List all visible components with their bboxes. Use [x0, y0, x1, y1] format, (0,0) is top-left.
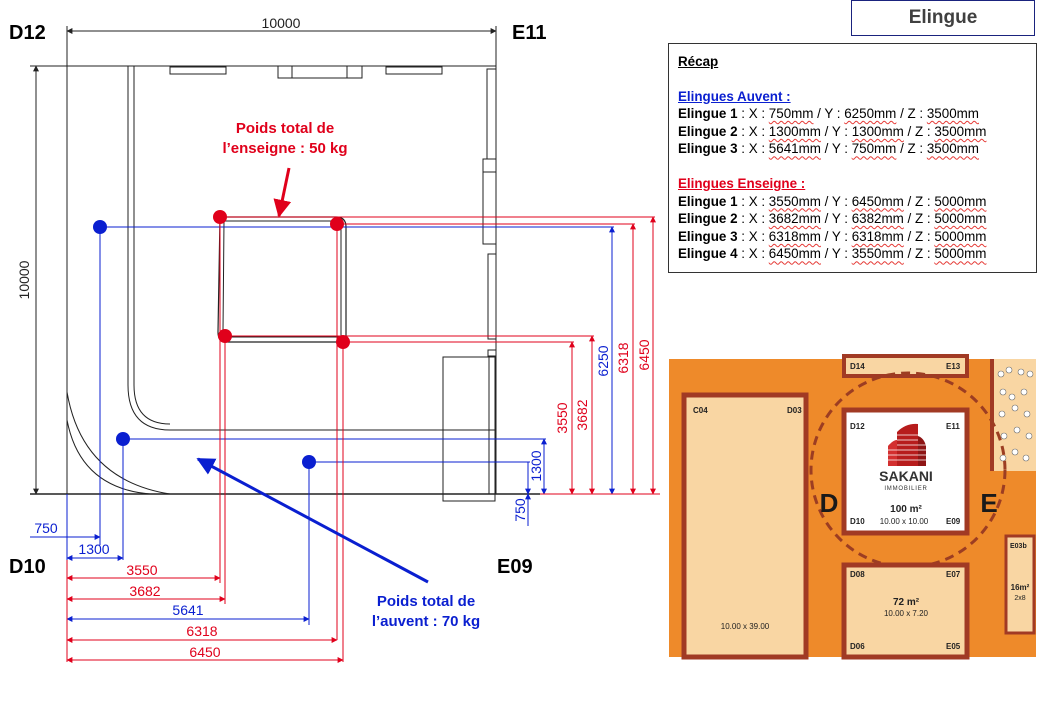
recap-auvent-list: Elingue 1 : X : 750mm / Y : 6250mm / Z :… [678, 105, 1027, 158]
map-stand-e11: E11 [946, 422, 960, 431]
map-trees [997, 366, 1034, 462]
recap-panel: Récap Elingues Auvent : Elingue 1 : X : … [668, 43, 1037, 273]
site-map: C04 D03 10.00 x 39.00 D14 E13 D12 E11 D1… [669, 354, 1036, 660]
enseigne-guides [66, 216, 660, 663]
recap-title: Récap [678, 54, 719, 69]
map-logo-main: SAKANI [879, 468, 933, 484]
dim-right-750: 750 [512, 498, 528, 522]
auvent-callout-line1: Poids total de [377, 593, 475, 610]
enseigne-point-2 [330, 217, 344, 231]
corner-d10: D10 [9, 556, 46, 578]
dim-bottom-6318: 6318 [186, 623, 217, 639]
auvent-callout-line2: l’auvent : 70 kg [372, 613, 480, 630]
map-small-size: 2x8 [1014, 595, 1025, 602]
map-stand-e05: E05 [946, 642, 961, 651]
floor-plan [30, 26, 540, 502]
map-stand-e07: E07 [946, 570, 961, 579]
map-stand-d08: D08 [850, 570, 865, 579]
map-letter-e: E [980, 488, 997, 518]
enseigne-point-4 [336, 335, 350, 349]
enseigne-point-1 [213, 210, 227, 224]
enseigne-callout-line2: l’enseigne : 50 kg [222, 140, 347, 157]
recap-enseigne-row-4: Elingue 4 : X : 6450mm / Y : 3550mm / Z … [678, 246, 987, 262]
auvent-point-3 [302, 455, 316, 469]
dim-right-6318: 6318 [615, 342, 631, 373]
sling-points [93, 210, 350, 469]
map-stand-d10: D10 [850, 517, 865, 526]
recap-enseigne-list: Elingue 1 : X : 3550mm / Y : 6450mm / Z … [678, 193, 1027, 263]
map-logo-sub: IMMOBILIER [884, 486, 927, 492]
sakani-logo-icon: SAKANI IMMOBILIER [879, 423, 933, 492]
dim-right-3682: 3682 [574, 399, 590, 430]
enseigne-callout-line1: Poids total de [236, 120, 334, 137]
dim-bottom-3550: 3550 [126, 562, 157, 578]
dim-right-1300: 1300 [528, 450, 544, 481]
map-letter-d: D [820, 488, 839, 518]
recap-auvent-row-2: Elingue 2 : X : 1300mm / Y : 1300mm / Z … [678, 123, 987, 139]
corner-e11: E11 [512, 22, 546, 44]
auvent-point-1 [93, 220, 107, 234]
recap-enseigne-row-1: Elingue 1 : X : 3550mm / Y : 6450mm / Z … [678, 193, 987, 209]
map-left-size: 10.00 x 39.00 [721, 622, 770, 631]
map-stand-c04: C04 [693, 406, 708, 415]
recap-enseigne-row-3: Elingue 3 : X : 6318mm / Y : 6318mm / Z … [678, 228, 987, 244]
dim-right-3550: 3550 [554, 402, 570, 433]
recap-auvent-row-1: Elingue 1 : X : 750mm / Y : 6250mm / Z :… [678, 106, 979, 122]
enseigne-point-3 [218, 329, 232, 343]
dim-bottom-3682: 3682 [129, 583, 160, 599]
corner-d12: D12 [9, 22, 46, 44]
page-title: Elingue [851, 0, 1035, 36]
recap-enseigne-row-2: Elingue 2 : X : 3682mm / Y : 6382mm / Z … [678, 211, 987, 227]
map-lower-area: 72 m² [893, 597, 920, 608]
map-stand-e13: E13 [946, 362, 961, 371]
map-stand-d12: D12 [850, 422, 865, 431]
map-stand-e03b: E03b [1010, 543, 1027, 550]
dim-top: 10000 [262, 15, 301, 31]
dim-right-6250: 6250 [595, 345, 611, 376]
dim-right-6450: 6450 [636, 339, 652, 370]
map-stand-d06: D06 [850, 642, 865, 651]
dim-left: 10000 [16, 260, 32, 299]
recap-auvent-title: Elingues Auvent : [678, 88, 791, 104]
auvent-point-2 [116, 432, 130, 446]
map-stand-e09: E09 [946, 517, 961, 526]
map-main-size: 10.00 x 10.00 [880, 517, 929, 526]
map-stand-d03: D03 [787, 406, 802, 415]
map-main-area: 100 m² [890, 504, 922, 515]
dim-bottom-1300: 1300 [78, 541, 109, 557]
map-stand-d14: D14 [850, 362, 865, 371]
dim-bottom-6450: 6450 [189, 644, 220, 660]
enseigne-callout-arrow [273, 167, 292, 218]
map-lower-size: 10.00 x 7.20 [884, 609, 929, 618]
corner-e09: E09 [497, 556, 533, 578]
dim-bottom-750: 750 [34, 520, 58, 536]
recap-enseigne-title: Elingues Enseigne : [678, 175, 806, 191]
auvent-callout-arrow [196, 457, 429, 584]
map-small-area: 16m² [1011, 583, 1030, 592]
recap-auvent-row-3: Elingue 3 : X : 5641mm / Y : 750mm / Z :… [678, 141, 979, 157]
dim-bottom-5641: 5641 [172, 602, 203, 618]
